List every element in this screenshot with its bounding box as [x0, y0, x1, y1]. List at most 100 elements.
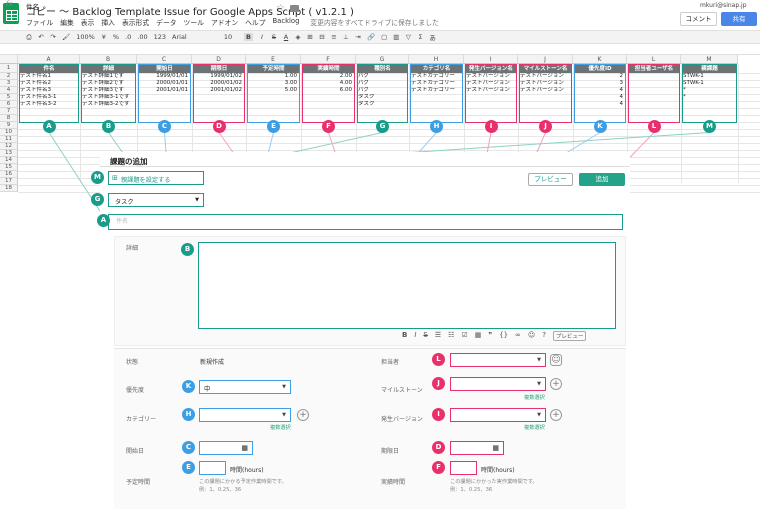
table-cell[interactable]: テスト詳細3-1です — [82, 94, 130, 100]
row-header[interactable]: 1 — [0, 64, 18, 73]
table-cell[interactable]: 4 — [619, 101, 624, 107]
table-cell[interactable]: テスト件名3-1 — [20, 94, 57, 100]
table-cell[interactable]: テスト件名2 — [20, 80, 51, 86]
row-header[interactable]: 3 — [0, 80, 18, 87]
help-icon[interactable]: ? — [542, 331, 546, 339]
row-header[interactable]: 2 — [0, 73, 18, 80]
table-cell[interactable]: テスト詳細3です — [82, 87, 124, 93]
bold-icon[interactable]: B — [402, 331, 408, 339]
fill-color-icon[interactable]: ◈ — [295, 33, 301, 41]
table-cell[interactable]: 1999/01/01 — [156, 73, 188, 79]
font-select[interactable]: Arial — [172, 33, 187, 41]
table-cell[interactable]: 2000/01/02 — [210, 80, 242, 86]
zoom-select[interactable]: 100% — [76, 33, 95, 41]
table-cell[interactable]: テストバージョン — [520, 73, 564, 79]
merge-cells-icon[interactable]: ⊟ — [319, 33, 325, 41]
column-header[interactable]: K — [573, 55, 627, 64]
table-cell[interactable] — [520, 101, 571, 108]
print-icon[interactable]: ⎙ — [26, 32, 32, 41]
header-cell[interactable]: 件名 — [19, 65, 79, 73]
vertical-align-icon[interactable]: ⊥ — [343, 33, 349, 41]
document-title[interactable]: コピー 〜 Backlog Template Issue for Google … — [26, 7, 354, 18]
column-header[interactable]: B — [80, 55, 137, 64]
table-cell[interactable]: テスト詳細1です — [82, 73, 124, 79]
milestone-select[interactable] — [450, 377, 546, 391]
table-cell[interactable]: テストバージョン — [466, 87, 510, 93]
assign-myself-icon[interactable]: ☺ — [550, 354, 562, 366]
header-cell[interactable]: 実績時間 — [302, 65, 355, 73]
table-cell[interactable]: テストバージョン — [466, 80, 510, 86]
table-cell[interactable]: テストカテゴリー — [411, 73, 456, 79]
table-cell[interactable] — [411, 101, 462, 108]
table-cell[interactable]: 3.00 — [284, 80, 297, 86]
borders-icon[interactable]: ⊞ — [307, 33, 313, 41]
milestone-multi-note[interactable]: 複数選択 — [524, 395, 545, 401]
column-header[interactable]: F — [301, 55, 356, 64]
row-header[interactable]: 17 — [0, 178, 18, 185]
row-header[interactable]: 7 — [0, 108, 18, 115]
table-cell[interactable] — [629, 94, 679, 101]
parent-issue-link[interactable]: 親課題を設定する⊞ — [108, 171, 204, 185]
increase-decimal-button[interactable]: .00 — [137, 33, 148, 41]
due-date-input[interactable]: ▦ — [450, 441, 504, 455]
undo-icon[interactable]: ↶ — [38, 33, 44, 41]
version-select[interactable] — [450, 408, 546, 422]
italic-button[interactable]: I — [261, 33, 263, 41]
percent-button[interactable]: % — [112, 33, 120, 41]
add-milestone-icon[interactable]: + — [550, 378, 562, 390]
header-cell[interactable]: 期限日 — [193, 65, 245, 73]
header-cell[interactable]: 開始日 — [138, 65, 191, 73]
column-header[interactable]: A — [18, 55, 80, 64]
table-cell[interactable]: タスク — [358, 94, 375, 100]
menu-edit[interactable]: 編集 — [60, 19, 74, 27]
header-cell[interactable]: カテゴリ名 — [410, 65, 463, 73]
header-cell[interactable]: 担当者ユーザ名 — [628, 65, 680, 73]
insert-comment-icon[interactable]: ▢ — [381, 33, 388, 41]
row-header[interactable]: 11 — [0, 136, 18, 143]
description-textarea[interactable] — [198, 242, 616, 329]
link-icon[interactable]: ∞ — [515, 331, 521, 339]
checklist-icon[interactable]: ☑ — [461, 331, 468, 339]
markdown-preview-button[interactable]: プレビュー — [552, 331, 587, 341]
emoji-icon[interactable]: ☺ — [527, 331, 536, 339]
table-cell[interactable]: テスト件名3-2 — [20, 101, 57, 107]
strikethrough-icon[interactable]: S — [423, 331, 428, 339]
column-header[interactable]: M — [681, 55, 738, 64]
insert-link-icon[interactable]: 🔗 — [366, 33, 376, 41]
table-cell[interactable] — [466, 101, 516, 108]
share-button[interactable]: 共有 — [721, 12, 757, 26]
insert-chart-icon[interactable]: ▥ — [393, 33, 400, 41]
row-header[interactable]: 5 — [0, 94, 18, 101]
table-cell[interactable]: テストバージョン — [520, 80, 564, 86]
table-cell[interactable]: テスト詳細2です — [82, 80, 124, 86]
table-cell[interactable]: 2000/01/01 — [156, 80, 188, 86]
save-status[interactable]: 変更内容をすべてドライブに保存しました — [310, 19, 439, 27]
table-cell[interactable]: バグ — [358, 73, 370, 79]
row-header[interactable]: 15 — [0, 164, 18, 171]
header-cell[interactable]: 予定時間 — [247, 65, 300, 73]
table-cell[interactable]: 2001/01/01 — [156, 87, 188, 93]
table-cell[interactable] — [411, 94, 462, 101]
folder-icon[interactable] — [290, 5, 299, 12]
table-cell[interactable]: 1.00 — [284, 73, 297, 79]
table-cell[interactable]: テスト件名3 — [20, 87, 51, 93]
column-header[interactable]: D — [192, 55, 246, 64]
column-header[interactable]: G — [356, 55, 409, 64]
row-header[interactable]: 10 — [0, 129, 18, 136]
horizontal-align-icon[interactable]: ≡ — [331, 33, 337, 41]
estimated-hours-input[interactable] — [199, 461, 226, 475]
row-header[interactable]: 16 — [0, 171, 18, 178]
table-cell[interactable]: 1999/01/02 — [210, 73, 242, 79]
row-header[interactable]: 6 — [0, 101, 18, 108]
table-cell[interactable]: STWK-1 — [683, 73, 704, 79]
row-header[interactable]: 8 — [0, 115, 18, 122]
menu-insert[interactable]: 挿入 — [101, 19, 115, 27]
star-icon[interactable]: ☆ — [276, 3, 285, 14]
table-cell[interactable]: * — [683, 87, 686, 93]
strikethrough-button[interactable]: S — [271, 33, 277, 41]
functions-icon[interactable]: Σ — [418, 33, 423, 41]
table-cell[interactable] — [248, 101, 299, 108]
menu-data[interactable]: データ — [156, 19, 177, 27]
italic-icon[interactable]: I — [414, 331, 417, 339]
table-cell[interactable] — [520, 94, 571, 101]
